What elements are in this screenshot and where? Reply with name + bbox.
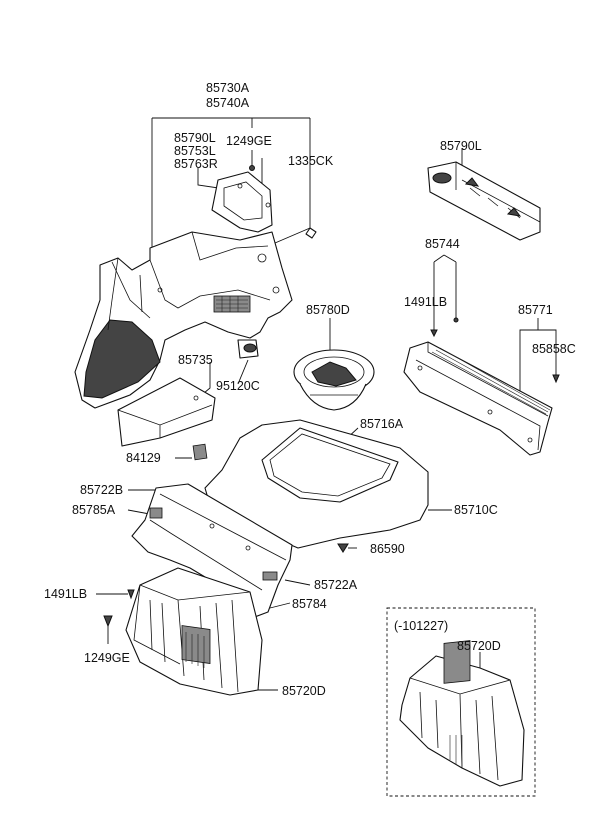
label-1335ck: 1335CK <box>288 154 334 168</box>
screw-1491lb-bottom <box>127 589 135 600</box>
label-85771: 85771 <box>518 303 553 317</box>
label-85740a: 85740A <box>206 96 250 110</box>
label-85744: 85744 <box>425 237 460 251</box>
label-1491lb-b: 1491LB <box>44 587 87 601</box>
label-85716a: 85716A <box>360 417 404 431</box>
screw-85744 <box>430 317 459 338</box>
label-85722a: 85722A <box>314 578 358 592</box>
screw-1249ge-bottom <box>103 615 113 628</box>
rear-sill-trim <box>403 341 553 456</box>
label-1249ge-a: 1249GE <box>226 134 272 148</box>
label-85720d-a: 85720D <box>282 684 326 698</box>
label-85784: 85784 <box>292 597 327 611</box>
floor-storage-box <box>125 567 263 696</box>
label-85720d-b: 85720D <box>457 639 501 653</box>
floor-mat-cover-85716a <box>261 427 399 503</box>
label-85722b: 85722B <box>80 483 123 497</box>
label-95120c: 95120C <box>216 379 260 393</box>
speaker-grille <box>213 295 251 313</box>
label-86590: 86590 <box>370 542 405 556</box>
label-101227: (-101227) <box>394 619 448 633</box>
label-85858c: 85858C <box>532 342 576 356</box>
trim-strip-85790l <box>427 161 541 241</box>
label-85753l: 85753L <box>174 144 216 158</box>
label-85730a: 85730A <box>206 81 250 95</box>
label-85735: 85735 <box>178 353 213 367</box>
pad-84129 <box>192 443 208 461</box>
storage-tray-85735 <box>117 377 216 447</box>
label-1491lb-a: 1491LB <box>404 295 447 309</box>
part-labels: 85730A 85740A 85790L 85753L 85763R 1249G… <box>44 81 576 698</box>
socket-95120c <box>237 339 259 359</box>
spare-tire-bowl <box>293 349 375 411</box>
label-85790l-b: 85790L <box>440 139 482 153</box>
label-85780d: 85780D <box>306 303 350 317</box>
box-grille <box>181 625 211 668</box>
label-85790l-a: 85790L <box>174 131 216 145</box>
screw-1249ge-top <box>249 165 255 171</box>
inset-variant-box <box>386 607 536 797</box>
label-85763r: 85763R <box>174 157 218 171</box>
label-84129: 84129 <box>126 451 161 465</box>
label-85710c: 85710C <box>454 503 498 517</box>
quarter-trim-panel <box>74 231 293 409</box>
clip-86590 <box>337 543 349 553</box>
label-1249ge-b: 1249GE <box>84 651 130 665</box>
clip-1335ck <box>305 227 317 239</box>
trim-cover-lid <box>211 171 273 233</box>
label-85785a: 85785A <box>72 503 116 517</box>
clip-85858c <box>552 374 560 384</box>
